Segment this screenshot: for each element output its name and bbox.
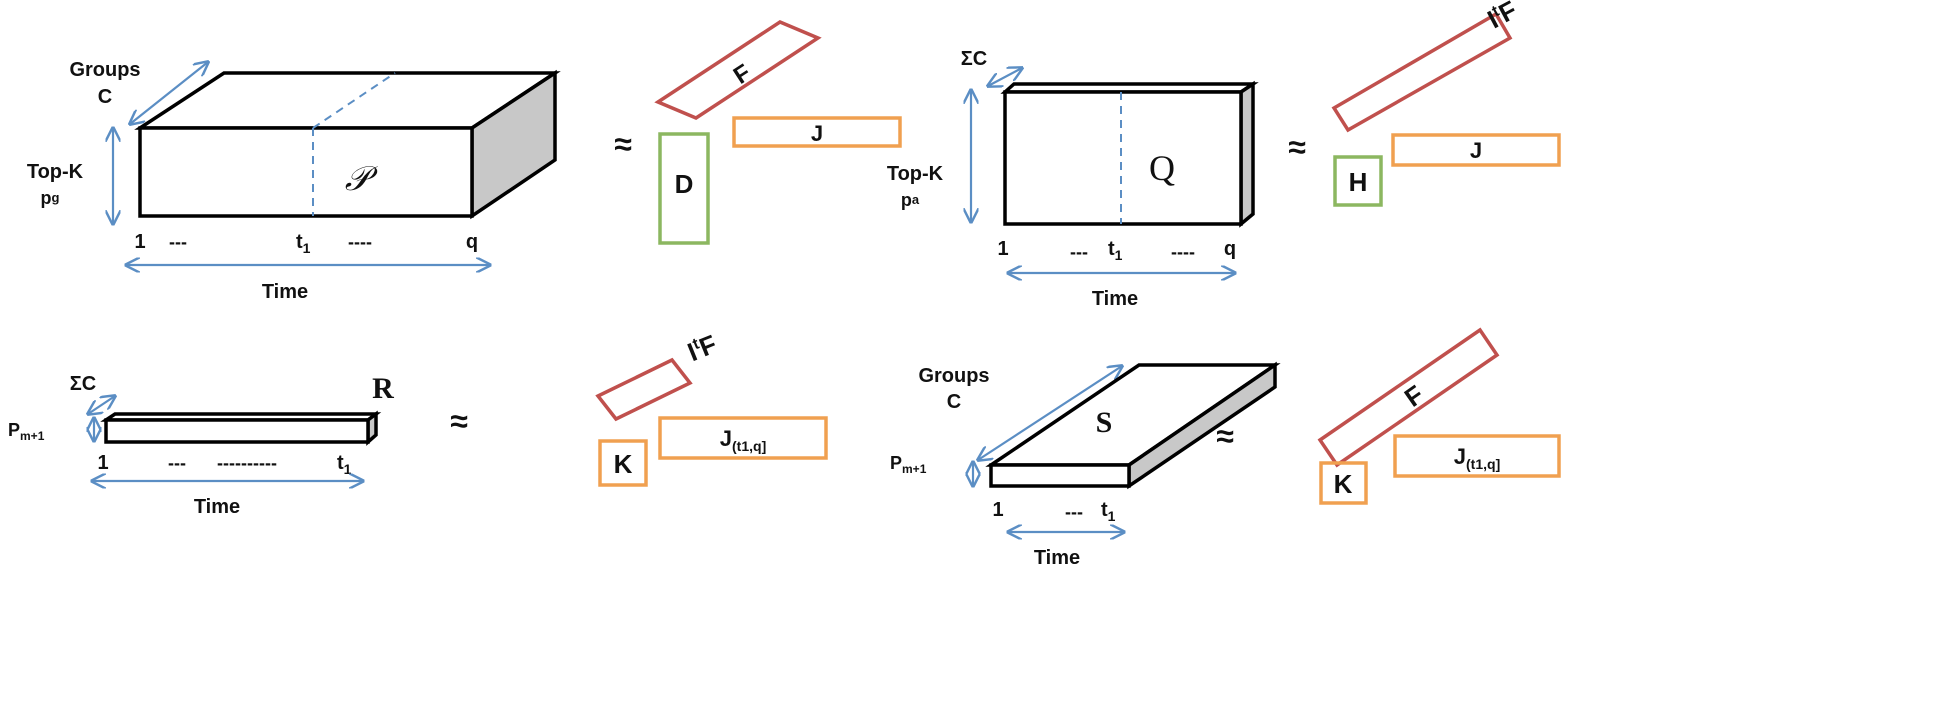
pm-label: Pm+1 <box>8 420 45 443</box>
groups-label: Groups <box>69 59 140 81</box>
factor-f-box <box>1331 11 1513 133</box>
q-tensor-symbol: Q <box>1149 148 1175 188</box>
axis-dots: --- <box>1065 502 1083 522</box>
axis-t1: t1 <box>337 452 352 477</box>
p-tensor-front-face <box>138 126 474 218</box>
groups-c-label: C <box>947 391 961 413</box>
topk-label: Top-K <box>27 161 84 183</box>
panel-p-tensor: Groups C Top-K pg 𝒫 1 --- t1 ---- q Time… <box>27 20 902 303</box>
time-label: Time <box>1092 288 1138 310</box>
q-tensor-side-face <box>1239 80 1255 228</box>
groups-label: Groups <box>918 365 989 387</box>
pm-label: Pm+1 <box>890 453 927 476</box>
factor-f-label: F <box>729 59 756 90</box>
sum-c-arrow <box>988 68 1022 86</box>
factor-f-box <box>595 357 693 422</box>
approx-symbol: ≈ <box>1216 418 1234 454</box>
factor-d-label: D <box>675 169 694 199</box>
t1-divider-top <box>312 72 396 129</box>
time-label: Time <box>1034 547 1080 569</box>
axis-t1: t1 <box>1101 499 1116 524</box>
panel-q-tensor: ΣC Top-K pa Q 1 --- t1 ---- q Time ≈ ItF… <box>887 0 1561 310</box>
s-tensor-front-face <box>989 463 1131 488</box>
sum-c-arrow <box>88 396 115 414</box>
approx-symbol: ≈ <box>1288 129 1306 165</box>
axis-end: q <box>1224 238 1236 260</box>
factor-d-box <box>658 132 710 245</box>
factor-f-box <box>654 20 822 120</box>
factor-f-label: ItF <box>1482 0 1521 34</box>
factor-f-label: ItF <box>683 329 721 367</box>
r-tensor-symbol: R <box>372 372 394 405</box>
axis-dots: ---------- <box>217 453 277 473</box>
factor-j-label: J(t1,q] <box>1454 444 1500 472</box>
axis-dots: ---- <box>348 232 372 252</box>
axis-start: 1 <box>97 452 108 474</box>
panel-s-tensor: Groups C Pm+1 S 1 --- t1 Time ≈ F J(t1,q… <box>890 327 1561 569</box>
factor-k-box <box>1319 461 1368 505</box>
axis-start: 1 <box>992 499 1003 521</box>
topk-label: Top-K <box>887 163 944 185</box>
factor-f-label: F <box>1399 379 1429 413</box>
q-tensor-front-face <box>1003 90 1243 226</box>
factor-j-box <box>658 416 828 460</box>
factor-k-label: K <box>614 449 633 479</box>
axis-t1: t1 <box>296 231 311 256</box>
axis-end: q <box>466 231 478 253</box>
time-label: Time <box>194 496 240 518</box>
factor-h-label: H <box>1349 167 1368 197</box>
s-tensor-symbol: S <box>1096 406 1113 439</box>
factor-j-label: J <box>811 121 823 146</box>
r-tensor-front-face <box>104 418 370 444</box>
factor-k-label: K <box>1334 469 1353 499</box>
axis-dots: --- <box>168 453 186 473</box>
groups-arrow <box>130 62 208 124</box>
factor-j-box <box>732 116 902 148</box>
groups-arrow <box>978 366 1122 460</box>
factor-k-box <box>598 439 648 487</box>
approx-symbol: ≈ <box>450 403 468 439</box>
axis-dots: --- <box>169 232 187 252</box>
time-label: Time <box>262 281 308 303</box>
factor-j-label: J(t1,q] <box>720 426 766 454</box>
factor-h-box <box>1333 155 1383 207</box>
sum-c-label: ΣC <box>961 48 987 70</box>
axis-dots: ---- <box>1171 242 1195 262</box>
factor-j-box <box>1391 133 1561 167</box>
axis-start: 1 <box>997 238 1008 260</box>
axis-t1: t1 <box>1108 238 1123 263</box>
topk-p-label: pg <box>41 188 60 208</box>
approx-symbol: ≈ <box>614 126 632 162</box>
axis-dots: --- <box>1070 242 1088 262</box>
axis-start: 1 <box>134 231 145 253</box>
topk-p-label: pa <box>901 190 920 210</box>
factor-j-label: J <box>1470 138 1482 163</box>
factor-f-box <box>1317 327 1500 468</box>
factor-j-box <box>1393 434 1561 478</box>
sum-c-label: ΣC <box>70 373 96 395</box>
panel-r-tensor: ΣC Pm+1 R 1 --- ---------- t1 Time ≈ ItF… <box>8 329 828 518</box>
groups-c-label: C <box>98 86 112 108</box>
